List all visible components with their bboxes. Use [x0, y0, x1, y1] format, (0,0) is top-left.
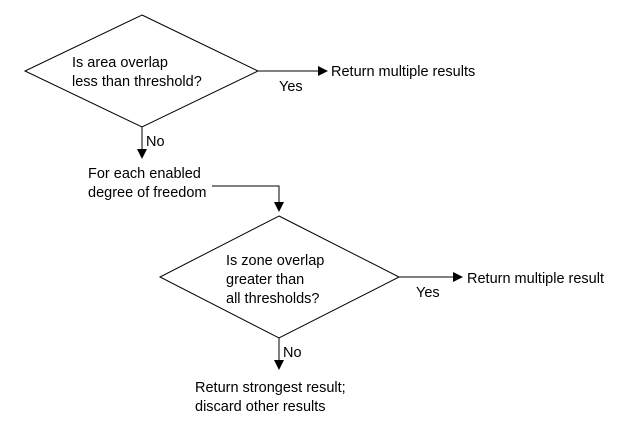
decision2-yes-label: Yes [416, 285, 440, 301]
decision1-line2: less than threshold? [72, 74, 202, 90]
decision2-line3: all thresholds? [226, 291, 320, 307]
final-step-line1: Return strongest result; [195, 380, 346, 396]
loop-step-line1: For each enabled [88, 166, 201, 182]
decision2-line2: greater than [226, 272, 304, 288]
loop-to-decision2-connector [212, 185, 284, 212]
decision2-no-label: No [283, 345, 302, 361]
final-step-line2: discard other results [195, 399, 326, 415]
decision2-yes-outcome: Return multiple result [467, 271, 604, 287]
decision1-no-label: No [146, 134, 165, 150]
loop-step-line2: degree of freedom [88, 185, 207, 201]
decision2-line1: Is zone overlap [226, 253, 324, 269]
decision1-yes-label: Yes [279, 79, 303, 95]
decision1-line1: Is area overlap [72, 55, 168, 71]
decision-diamond-area-overlap [23, 14, 260, 128]
decision1-yes-outcome: Return multiple results [331, 64, 475, 80]
